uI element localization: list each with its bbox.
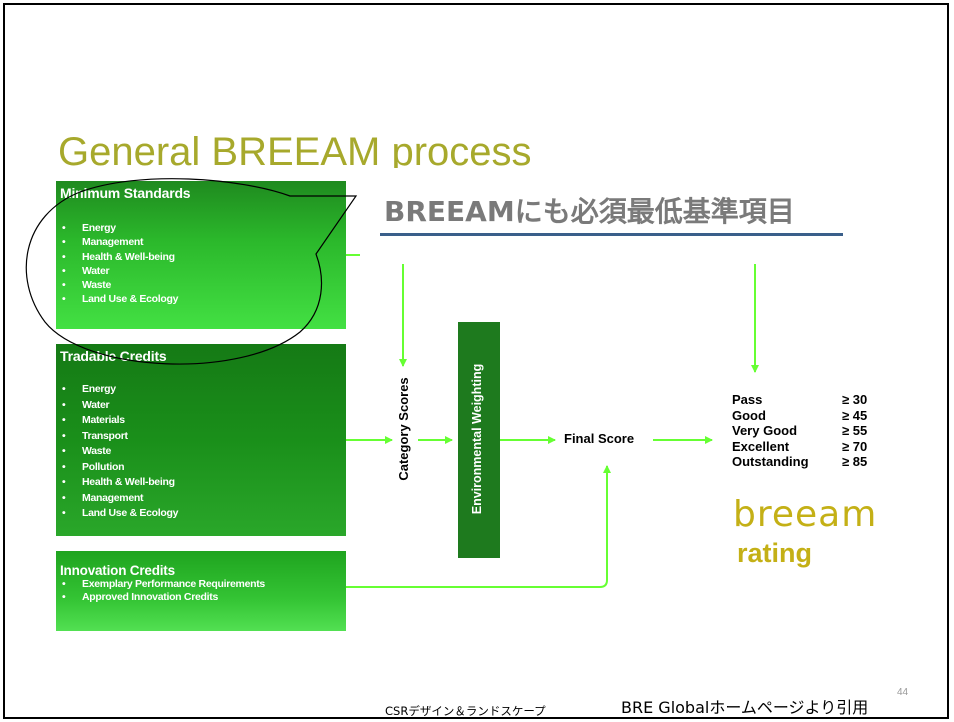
list-item: Land Use & Ecology [62,292,346,307]
tradable-credits-list: Energy Water Materials Transport Waste P… [56,382,346,522]
callout-background [360,168,930,264]
list-item: Health & Well-being [62,250,346,265]
list-item: Energy [62,382,346,398]
footer-right: BRE Globalホームページより引用 [621,698,869,717]
list-item: Materials [62,413,346,429]
slide-title: General BREEAM process [58,130,532,174]
list-item: Exemplary Performance Requirements [62,578,346,591]
list-item: Waste [62,444,346,460]
speech-bubble-outline [25,178,358,365]
minimum-standards-box: Minimum Standards Energy Management Heal… [56,181,346,329]
list-item: Energy [62,221,346,236]
list-item: Water [62,398,346,414]
rating-threshold: ≥ 30 [842,392,868,407]
list-item: Approved Innovation Credits [62,591,346,604]
rating-threshold: ≥ 45 [842,407,868,423]
list-item: Health & Well-being [62,475,346,491]
rating-threshold: ≥ 85 [842,454,868,470]
slide-frame [3,3,949,719]
arrow-innov-to-final [346,465,611,588]
list-item: Management [62,235,346,250]
rating-name: Pass [732,392,763,407]
environmental-weighting-box [458,322,500,558]
rating-name: Excellent [732,438,790,454]
innovation-credits-list: Exemplary Performance Requirements Appro… [56,578,346,604]
rating-threshold: ≥ 70 [842,438,868,454]
innovation-credits-box: Innovation Credits Exemplary Performance… [56,551,346,631]
callout-underline [380,233,843,236]
rating-name: Very Good [732,423,798,439]
callout-text: BREEAMにも必須最低基準項目 [384,195,795,228]
rating-row: Very Good ≥ 55 [732,423,867,439]
list-item: Waste [62,278,346,293]
innovation-credits-heading: Innovation Credits [60,563,175,578]
rating-row: Good ≥ 45 [732,408,867,424]
rating-row: Pass ≥ 30 [732,392,867,408]
minimum-standards-list: Energy Management Health & Well-being Wa… [56,221,346,307]
final-score-label: Final Score [564,431,635,446]
minimum-standards-heading: Minimum Standards [60,185,191,201]
rating-table: Pass ≥ 30 Good ≥ 45 Very Good ≥ 55 Excellen… [732,392,867,470]
breeam-logo: breeam [733,494,878,535]
list-item: Pollution [62,460,346,476]
list-item: Water [62,264,346,279]
list-item: Transport [62,429,346,445]
rating-name: Good [732,407,766,423]
list-item: Management [62,491,346,507]
page-number: 44 [897,687,909,698]
tradable-credits-heading: Tradable Credits [60,348,167,364]
rating-name: Outstanding [732,454,809,470]
rating-row: Excellent ≥ 70 [732,439,867,455]
footer-left: CSRデザイン＆ランドスケープ [385,704,546,718]
rating-threshold: ≥ 55 [842,423,868,439]
rating-row: Outstanding ≥ 85 [732,454,867,470]
rating-word: rating [737,538,813,568]
list-item: Land Use & Ecology [62,506,346,522]
tradable-credits-box: Tradable Credits Energy Water Materials … [56,344,346,536]
